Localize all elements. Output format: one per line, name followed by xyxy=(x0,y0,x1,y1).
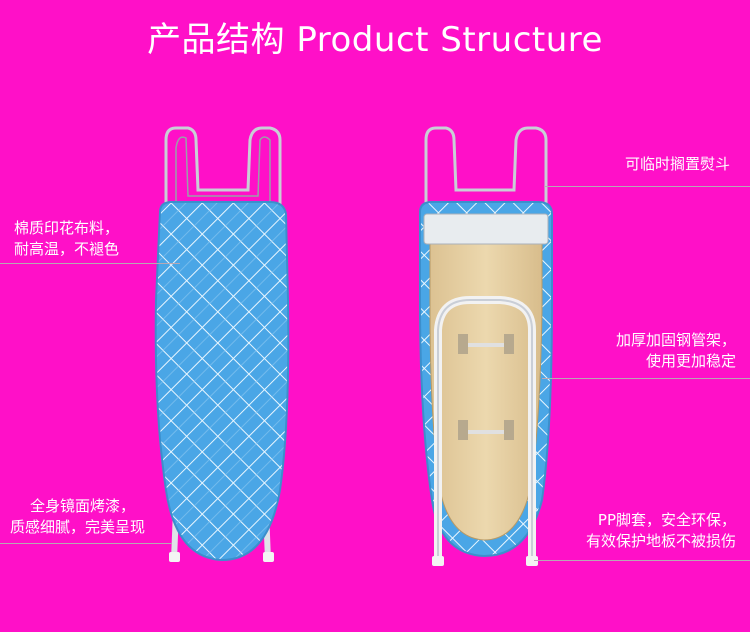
top-bracket xyxy=(423,213,549,245)
hinge xyxy=(504,420,514,440)
foot-cap xyxy=(526,556,538,566)
hinge xyxy=(504,334,514,354)
page-title: 产品结构 Product Structure xyxy=(147,20,603,60)
foot-cap xyxy=(263,552,274,562)
hinge xyxy=(458,334,468,354)
iron-rest-wire xyxy=(164,126,282,206)
hinge xyxy=(458,420,468,440)
callout-frame: 加厚加固钢管架， 使用更加稳定 xyxy=(615,331,736,370)
iron-rest-wire xyxy=(424,126,548,206)
callout-line-fabric xyxy=(0,263,180,264)
board-cover xyxy=(154,201,290,562)
callout-feet: PP脚套，安全环保， 有效保护地板不被损伤 xyxy=(585,511,736,550)
callout-line-rest xyxy=(544,186,750,187)
foot-cap xyxy=(432,556,444,566)
callout-rest: 可临时搁置熨斗 xyxy=(624,155,730,173)
callout-finish: 全身镜面烤漆， 质感细腻，完美呈现 xyxy=(10,497,146,536)
wood-panel xyxy=(429,221,543,541)
callout-line-feet xyxy=(534,560,750,561)
callout-line-frame xyxy=(542,378,750,379)
foot-cap xyxy=(169,552,180,562)
callout-line-finish xyxy=(0,543,172,544)
callout-fabric: 棉质印花布料， 耐高温，不褪色 xyxy=(14,219,120,258)
